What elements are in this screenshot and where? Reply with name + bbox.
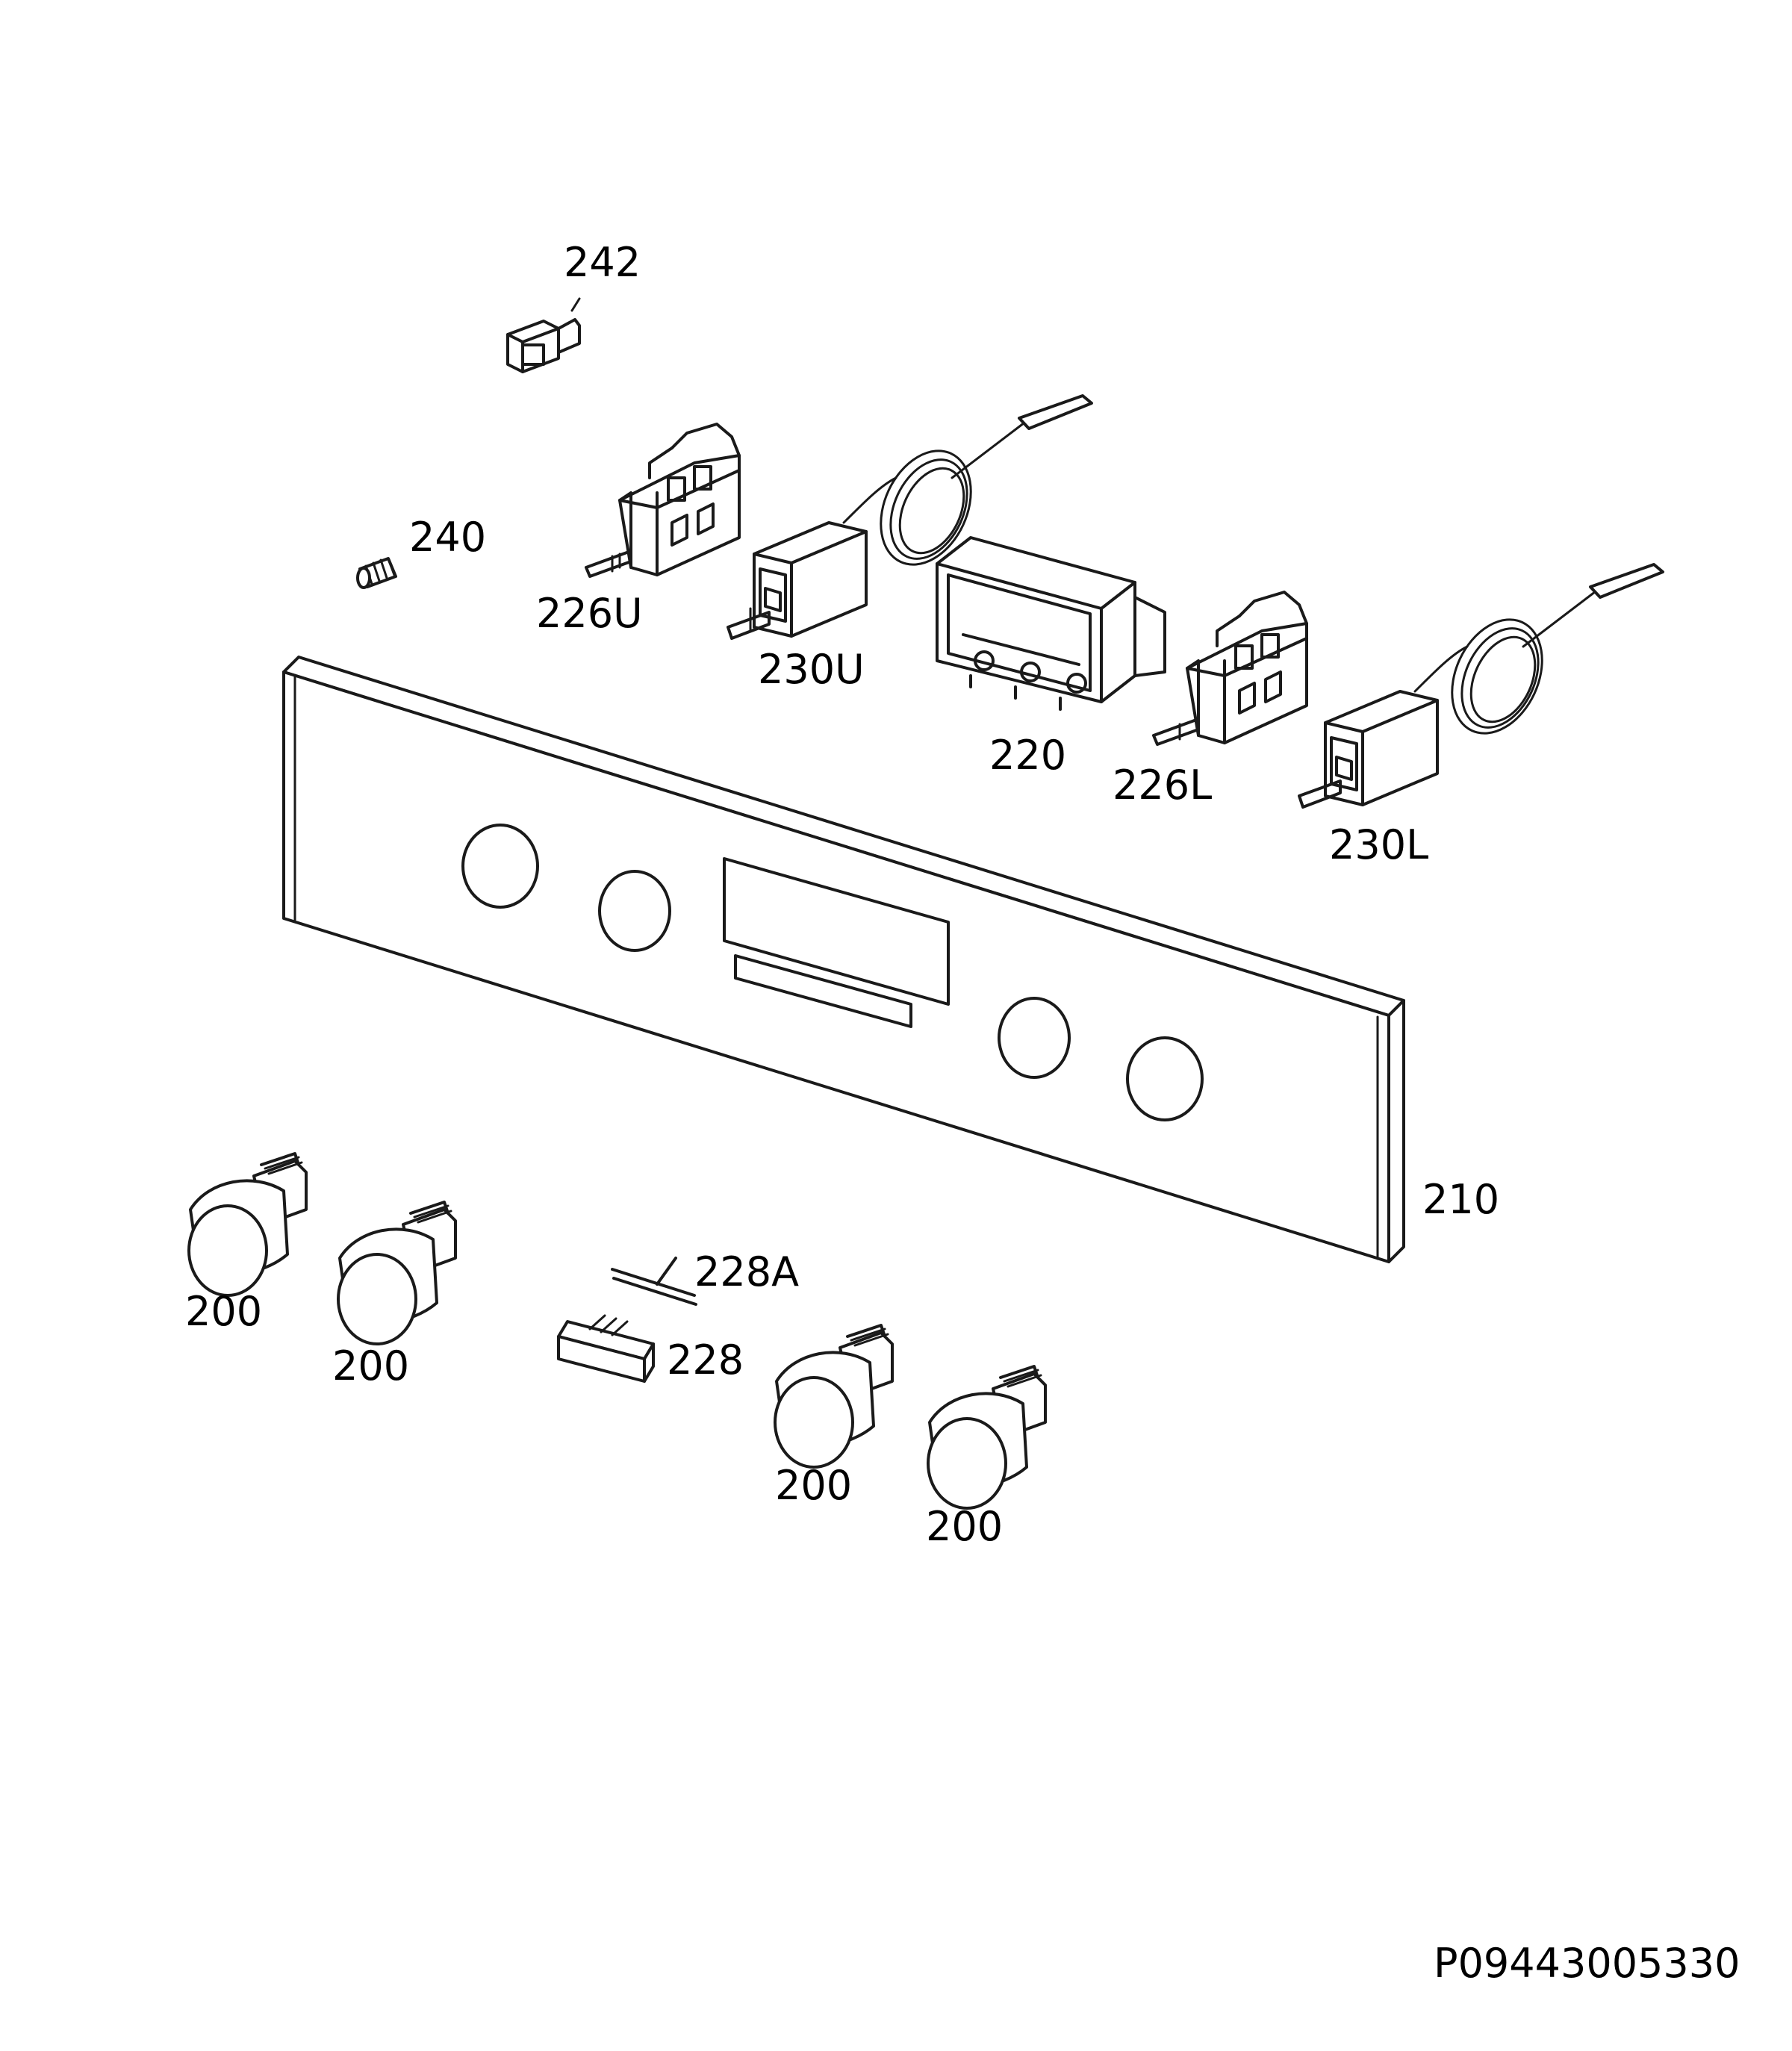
label-230U: 230U — [758, 646, 865, 693]
label-228A: 228A — [694, 1248, 799, 1295]
label-230L: 230L — [1329, 821, 1428, 868]
part-200-knob-d[interactable] — [927, 1365, 1047, 1510]
label-210: 210 — [1422, 1176, 1499, 1223]
label-200-d: 200 — [926, 1503, 1003, 1550]
label-226L: 226L — [1113, 762, 1212, 809]
label-228: 228 — [667, 1336, 744, 1384]
part-220-display-module[interactable] — [936, 536, 1166, 711]
label-220: 220 — [989, 732, 1066, 779]
part-228-slider[interactable] — [557, 1314, 655, 1383]
part-200-knob-b[interactable] — [337, 1201, 457, 1345]
part-210-control-panel[interactable] — [282, 656, 1405, 1263]
label-200-c: 200 — [775, 1462, 852, 1509]
reference-code: P09443005330 — [1434, 1940, 1740, 1987]
part-240-spring[interactable] — [356, 557, 397, 589]
part-226U-switch[interactable] — [585, 423, 741, 578]
part-200-knob-a[interactable] — [187, 1152, 308, 1297]
label-240: 240 — [409, 514, 486, 561]
part-242-lamp-holder[interactable] — [506, 297, 581, 373]
label-200-a: 200 — [185, 1288, 262, 1335]
part-226L-switch[interactable] — [1152, 591, 1308, 746]
part-228A-rod[interactable] — [611, 1257, 697, 1306]
label-226U: 226U — [536, 590, 643, 637]
part-230L-thermostat[interactable] — [1298, 563, 1664, 809]
label-200-b: 200 — [332, 1342, 409, 1389]
part-230U-thermostat[interactable] — [727, 394, 1093, 640]
part-200-knob-c[interactable] — [774, 1324, 894, 1469]
label-242: 242 — [564, 239, 641, 286]
